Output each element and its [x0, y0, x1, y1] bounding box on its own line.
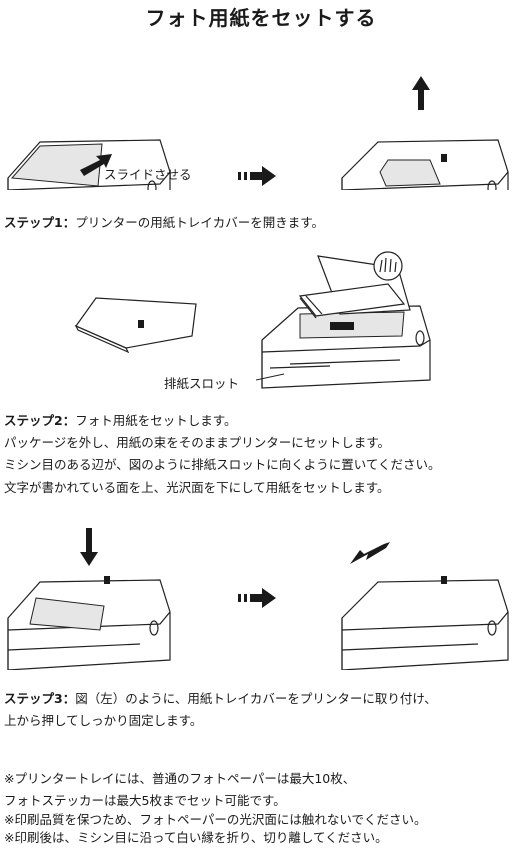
caption-leader-line [256, 373, 285, 381]
printer-cover-attach-illustration [7, 576, 171, 670]
right-arrow-icon [238, 588, 276, 608]
step1-label: ステップ1： [4, 215, 76, 230]
printer-open-illustration [341, 139, 509, 190]
step1-body: プリンターの用紙トレイカバーを開きます。 [75, 215, 324, 230]
step2-line-2: ミシン目のある辺が、図のように排紙スロットに向くように置いてください。 [4, 457, 441, 472]
down-arrow-icon [80, 528, 98, 566]
note-line-1: ※プリンタートレイには、普通のフォトペーパーは最大10枚、 [4, 771, 356, 786]
note-line-2: フォトステッカーは最大5枚までセット可能です。 [4, 793, 286, 808]
page-title: フォト用紙をセットする [145, 6, 377, 30]
step2-illustration [74, 251, 431, 389]
output-slot-caption: 排紙スロット [164, 376, 240, 391]
step2-body: フォト用紙をセットします。 [75, 413, 237, 428]
printer-closed-final-illustration [341, 576, 509, 670]
step1-illustration [7, 76, 509, 190]
step3-label: ステップ3： [4, 691, 76, 706]
step1-text: ステップ1：プリンターの用紙トレイカバーを開きます。 [4, 212, 324, 234]
tray-cover-illustration [74, 297, 197, 354]
right-arrow-icon [238, 166, 276, 186]
up-arrow-icon [412, 76, 430, 110]
slide-caption: スライドさせる [104, 167, 192, 182]
step2-line-1: パッケージを外し、用紙の束をそのままプリンターにセットします。 [4, 435, 391, 450]
printer-closed-illustration [7, 139, 171, 190]
step3-line-2: 上から押してしっかり固定します。 [4, 713, 203, 728]
step3-text: ステップ3：図（左）のように、用紙トレイカバーをプリンターに取り付け、 [4, 688, 437, 710]
step2-text: ステップ2：フォト用紙をセットします。 [4, 410, 236, 432]
note-line-4: ※印刷後は、ミシン目に沿って白い縁を折り、切り離してください。 [4, 830, 388, 845]
step2-line-3: 文字が書かれている面を上、光沢面を下にして用紙をセットします。 [4, 480, 390, 495]
hand-icon [373, 251, 403, 281]
step2-label: ステップ2： [4, 413, 76, 428]
note-line-3: ※印刷品質を保つため、フォトペーパーの光沢面には触れないでください。 [4, 812, 427, 827]
step3-illustration [7, 528, 509, 670]
printer-body-illustration [261, 305, 431, 389]
diagonal-arrow-icon [350, 542, 390, 564]
slide-arrow-icon [80, 154, 112, 176]
step3-body: 図（左）のように、用紙トレイカバーをプリンターに取り付け、 [75, 691, 437, 706]
